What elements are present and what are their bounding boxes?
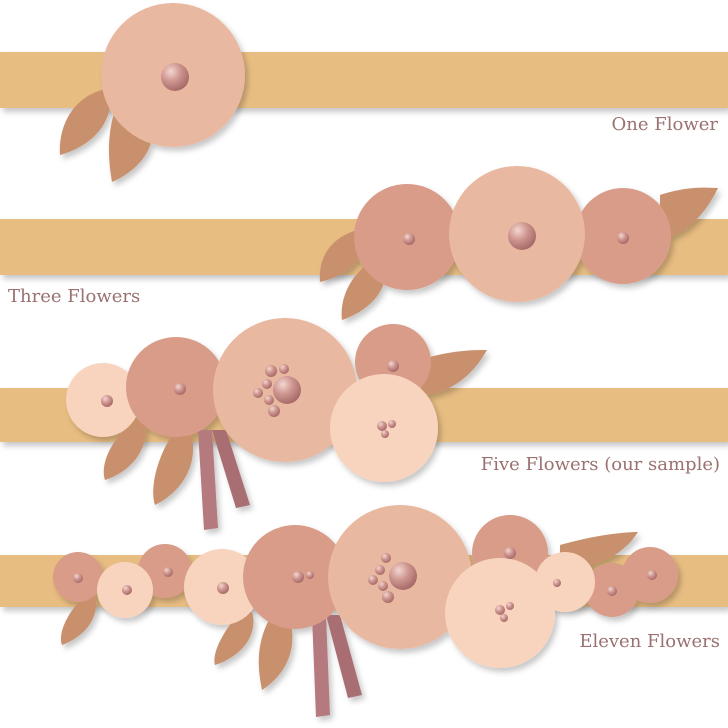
bead	[217, 582, 229, 594]
bead	[101, 395, 113, 407]
leaf	[660, 187, 718, 240]
ribbon	[312, 615, 330, 717]
bead	[122, 585, 132, 595]
bead	[378, 581, 388, 591]
bead	[506, 602, 514, 610]
bead	[504, 547, 516, 559]
leaf	[103, 420, 146, 480]
bead	[163, 567, 173, 577]
bead	[262, 379, 272, 389]
bead	[292, 571, 304, 583]
bead	[382, 591, 394, 603]
bead-cluster	[73, 547, 657, 622]
bead	[265, 365, 277, 377]
bead	[264, 395, 274, 405]
bead	[273, 376, 301, 404]
bead	[495, 605, 505, 615]
bead-cluster	[101, 360, 399, 438]
leaf	[214, 612, 254, 665]
bead	[253, 388, 263, 398]
label-three-flowers: Three Flowers	[8, 286, 141, 307]
bead	[553, 579, 561, 587]
bead	[375, 565, 385, 575]
bead	[377, 421, 387, 431]
ribbon	[198, 430, 218, 530]
ribbon	[212, 430, 250, 508]
bead	[607, 586, 617, 596]
five-flowers-group	[66, 318, 487, 530]
bead	[647, 570, 657, 580]
leaf	[59, 88, 111, 155]
bead	[306, 571, 314, 579]
bead	[617, 232, 629, 244]
label-five-flowers: Five Flowers (our sample)	[480, 454, 720, 475]
bead	[500, 614, 508, 622]
bead	[279, 364, 289, 374]
bead	[174, 383, 186, 395]
leaf	[258, 618, 293, 690]
bead	[381, 553, 391, 563]
bead	[388, 420, 396, 428]
leaf	[60, 595, 97, 645]
leaf	[420, 350, 487, 395]
label-one-flower: One Flower	[611, 114, 718, 135]
bead	[161, 63, 189, 91]
eleven-flowers-group	[53, 505, 678, 717]
label-eleven-flowers: Eleven Flowers	[579, 631, 720, 652]
bead	[508, 222, 536, 250]
bead	[73, 573, 83, 583]
bead	[389, 562, 417, 590]
bead	[403, 233, 415, 245]
bead	[368, 575, 378, 585]
ribbon	[326, 615, 362, 698]
leaf	[153, 430, 194, 505]
bead	[387, 360, 399, 372]
bead	[268, 405, 280, 417]
bead	[381, 430, 389, 438]
